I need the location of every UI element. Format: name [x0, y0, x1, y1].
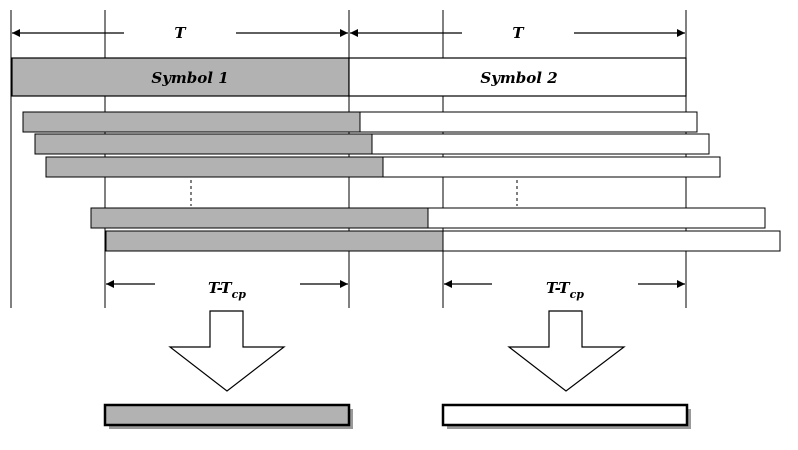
- period-label-left: T: [174, 24, 187, 42]
- window-label-right: T-Tcp: [546, 279, 584, 301]
- symbol-1-label: Symbol 1: [151, 69, 228, 87]
- delayed-copy: [22, 111, 698, 133]
- period-label-right: T: [512, 24, 525, 42]
- delayed-copy: [105, 230, 781, 252]
- output-block-symbol-1: [103, 403, 351, 427]
- symbol-2-block: [348, 57, 687, 97]
- symbol-2-label: Symbol 2: [480, 69, 557, 87]
- window-label-left: T-Tcp: [208, 279, 246, 301]
- delayed-copy: [34, 133, 710, 155]
- delayed-copy: [45, 156, 721, 178]
- down-arrow-left: [168, 310, 286, 392]
- output-block-symbol-2: [441, 403, 689, 427]
- down-arrow-right: [507, 310, 626, 392]
- delayed-copy: [90, 207, 766, 229]
